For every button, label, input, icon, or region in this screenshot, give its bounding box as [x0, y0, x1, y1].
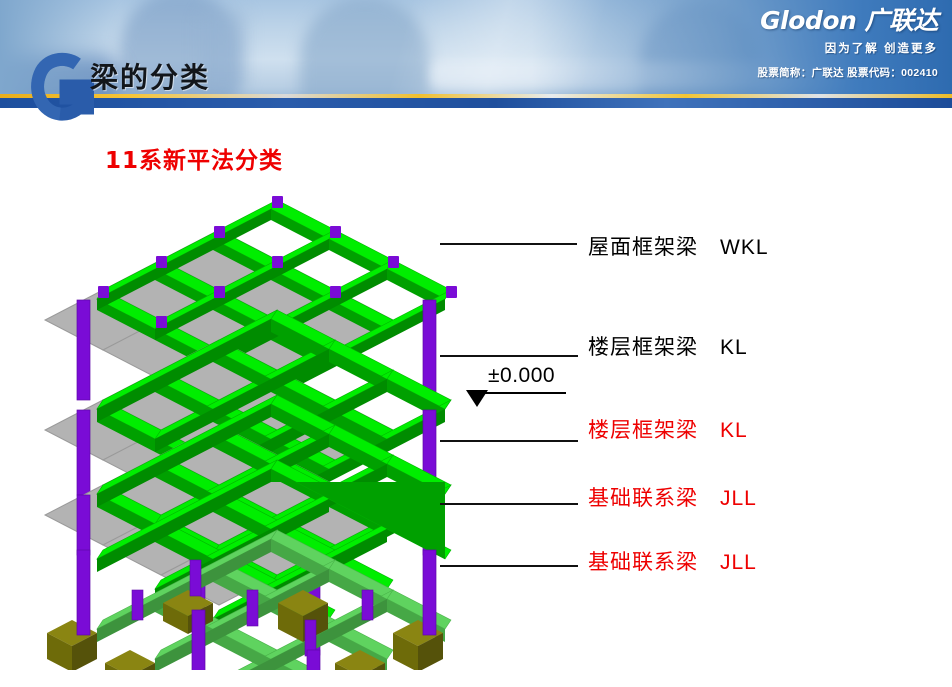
level-marker-value: ±0.000: [488, 364, 556, 387]
leader-line-jll-2: [440, 565, 578, 567]
slide-header: Glodon 广联达 因为了解 创造更多 股票简称：广联达 股票代码：00241…: [0, 0, 952, 108]
callout-jll-2: 基础联系梁 JLL: [588, 546, 757, 576]
level-marker-line: [478, 392, 566, 394]
brand-block: Glodon 广联达 因为了解 创造更多 股票简称：广联达 股票代码：00241…: [757, 6, 939, 80]
brand-stock-info: 股票简称：广联达 股票代码：002410: [757, 67, 938, 79]
callout-kl-2-label: 楼层框架梁: [588, 418, 698, 442]
leader-line-jll-1: [440, 503, 578, 505]
callout-jll-2-code: JLL: [720, 551, 757, 574]
callout-kl-2-code: KL: [720, 419, 748, 442]
header-right-wash: [532, 0, 952, 108]
header-sheen: [0, 0, 952, 108]
isometric-building-model: [40, 160, 540, 670]
callout-kl-1: 楼层框架梁 KL: [588, 331, 748, 361]
callout-jll-2-label: 基础联系梁: [588, 550, 698, 574]
page-title: 梁的分类: [90, 61, 211, 94]
callout-kl-2: 楼层框架梁 KL: [588, 414, 748, 444]
foundation-level: [47, 529, 452, 670]
brand-logo-text: Glodon 广联达: [760, 6, 938, 35]
callout-kl-1-label: 楼层框架梁: [588, 335, 698, 359]
header-photo-blur-accent: [200, 10, 246, 90]
blue-divider: [0, 98, 952, 108]
brand-slogan: 因为了解 创造更多: [824, 43, 938, 55]
gold-divider: [0, 94, 952, 98]
callout-jll-1-code: JLL: [720, 487, 757, 510]
callout-jll-1-label: 基础联系梁: [588, 486, 698, 510]
callout-wkl-label: 屋面框架梁: [588, 235, 698, 259]
callout-jll-1: 基础联系梁 JLL: [588, 482, 757, 512]
callout-kl-1-code: KL: [720, 336, 748, 359]
leader-line-wkl: [440, 243, 577, 245]
header-photo-chair-2: [300, 0, 430, 108]
level-marker-triangle-icon: [466, 390, 488, 407]
callout-wkl-code: WKL: [720, 236, 769, 259]
callout-wkl: 屋面框架梁 WKL: [588, 231, 769, 261]
leader-line-kl-2: [440, 440, 578, 442]
glodon-g-logo-icon: [30, 50, 94, 122]
section-heading: 11系新平法分类: [105, 148, 284, 174]
leader-line-kl-1: [440, 355, 578, 357]
